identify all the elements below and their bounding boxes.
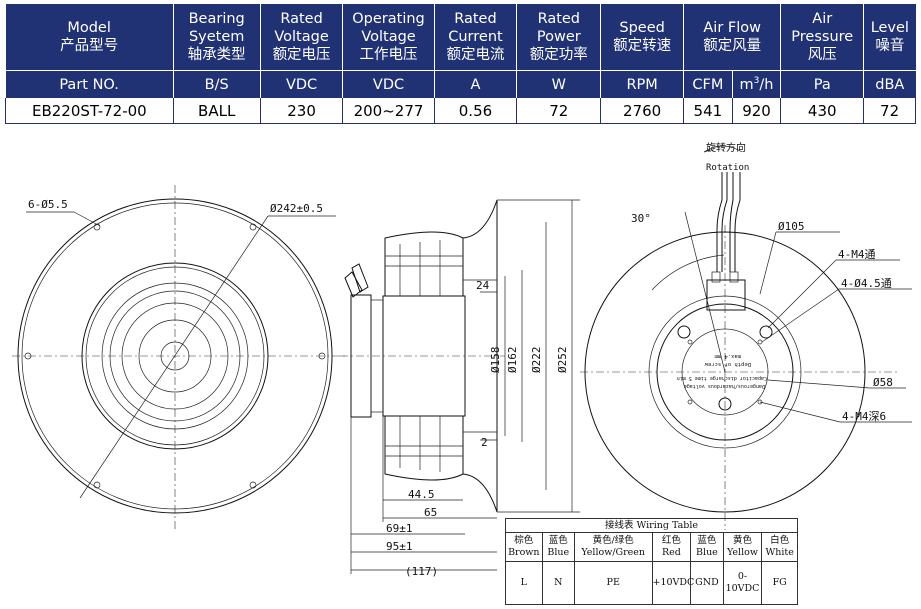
value-operating-voltage: 200~277 [342,98,435,124]
value-m3h: 920 [732,98,782,124]
wiring-value-5: GND [690,561,724,605]
rear-view: 旋转方向 Rotation 30° Ø105 4-M4通 4-Ø4.5通 Ø58… [580,141,912,530]
unit-part-no: Part NO. [5,70,174,98]
rear-warning-label: Depth of screw max.4 mm Capacitor discha… [677,353,767,389]
unit-bs: B/S [173,70,261,98]
wiring-value-3: PE [573,561,653,605]
rear-m4-deep: 4-M4深6 [842,410,886,423]
value-rated-voltage: 230 [260,98,344,124]
wiring-value-7: FG [761,561,798,605]
value-air-pressure: 430 [780,98,865,124]
wiring-title: 接线表 Wiring Table [505,518,798,533]
unit-m3h: m3/h [732,70,782,98]
value-speed: 2760 [600,98,685,124]
wiring-value-4: +10VDC [651,561,694,605]
front-diameter-label: Ø242±0.5 [270,202,323,215]
rear-holes-45: 4-Ø4.5通 [841,277,892,290]
rear-label-line3: Capacitor discharge time 5 min [677,375,767,381]
value-cfm: 541 [683,98,733,124]
unit-watt: W [516,70,602,98]
side-d252: Ø252 [556,347,569,374]
front-view: 6-Ø5.5 Ø242±0.5 [12,185,345,530]
rear-d58: Ø58 [873,376,893,389]
rear-rotation-cn: 旋转方向 [706,141,746,154]
side-w69: 69±1 [386,522,413,535]
value-bearing: BALL [173,98,261,124]
side-d158: Ø158 [489,347,502,374]
rear-rotation-en: Rotation [706,163,749,173]
value-part-no: EB220ST-72-00 [5,98,174,124]
rear-m4-through: 4-M4通 [838,248,876,261]
side-view: 24 2 Ø158 Ø162 Ø222 Ø252 44.5 65 69±1 95… [340,199,580,578]
unit-dba: dBA [863,70,916,98]
unit-m3h-m: m [739,76,754,93]
side-d222: Ø222 [530,347,543,374]
unit-m3h-sup: 3 [753,76,760,87]
value-rated-power: 72 [516,98,602,124]
rear-label-line4: Dangerous/hazardous voltage [684,383,765,389]
wiring-value-6: 0-10VDC [722,561,763,605]
unit-vdc-rated: VDC [260,70,344,98]
side-w65: 65 [424,506,437,519]
side-dim-2: 2 [481,436,488,449]
side-dim-24: 24 [476,279,490,292]
wiring-value-1: L [505,561,543,605]
front-holes-label: 6-Ø5.5 [28,198,68,211]
unit-vdc-operating: VDC [342,70,435,98]
value-rated-current: 0.56 [434,98,518,124]
rear-label-line2: max.4 mm [714,353,741,359]
unit-cfm: CFM [683,70,733,98]
rear-angle: 30° [631,212,651,225]
wiring-value-2: N [541,561,575,605]
unit-pa: Pa [780,70,865,98]
unit-amp: A [434,70,518,98]
side-d162: Ø162 [506,347,519,374]
side-w44: 44.5 [408,488,435,501]
rear-label-line1: Depth of screw [704,361,751,367]
side-w95: 95±1 [386,540,413,553]
unit-m3h-h: /h [759,76,774,93]
rear-d105: Ø105 [778,220,805,233]
side-w117: (117) [405,565,438,578]
value-level: 72 [863,98,916,124]
unit-rpm: RPM [600,70,685,98]
